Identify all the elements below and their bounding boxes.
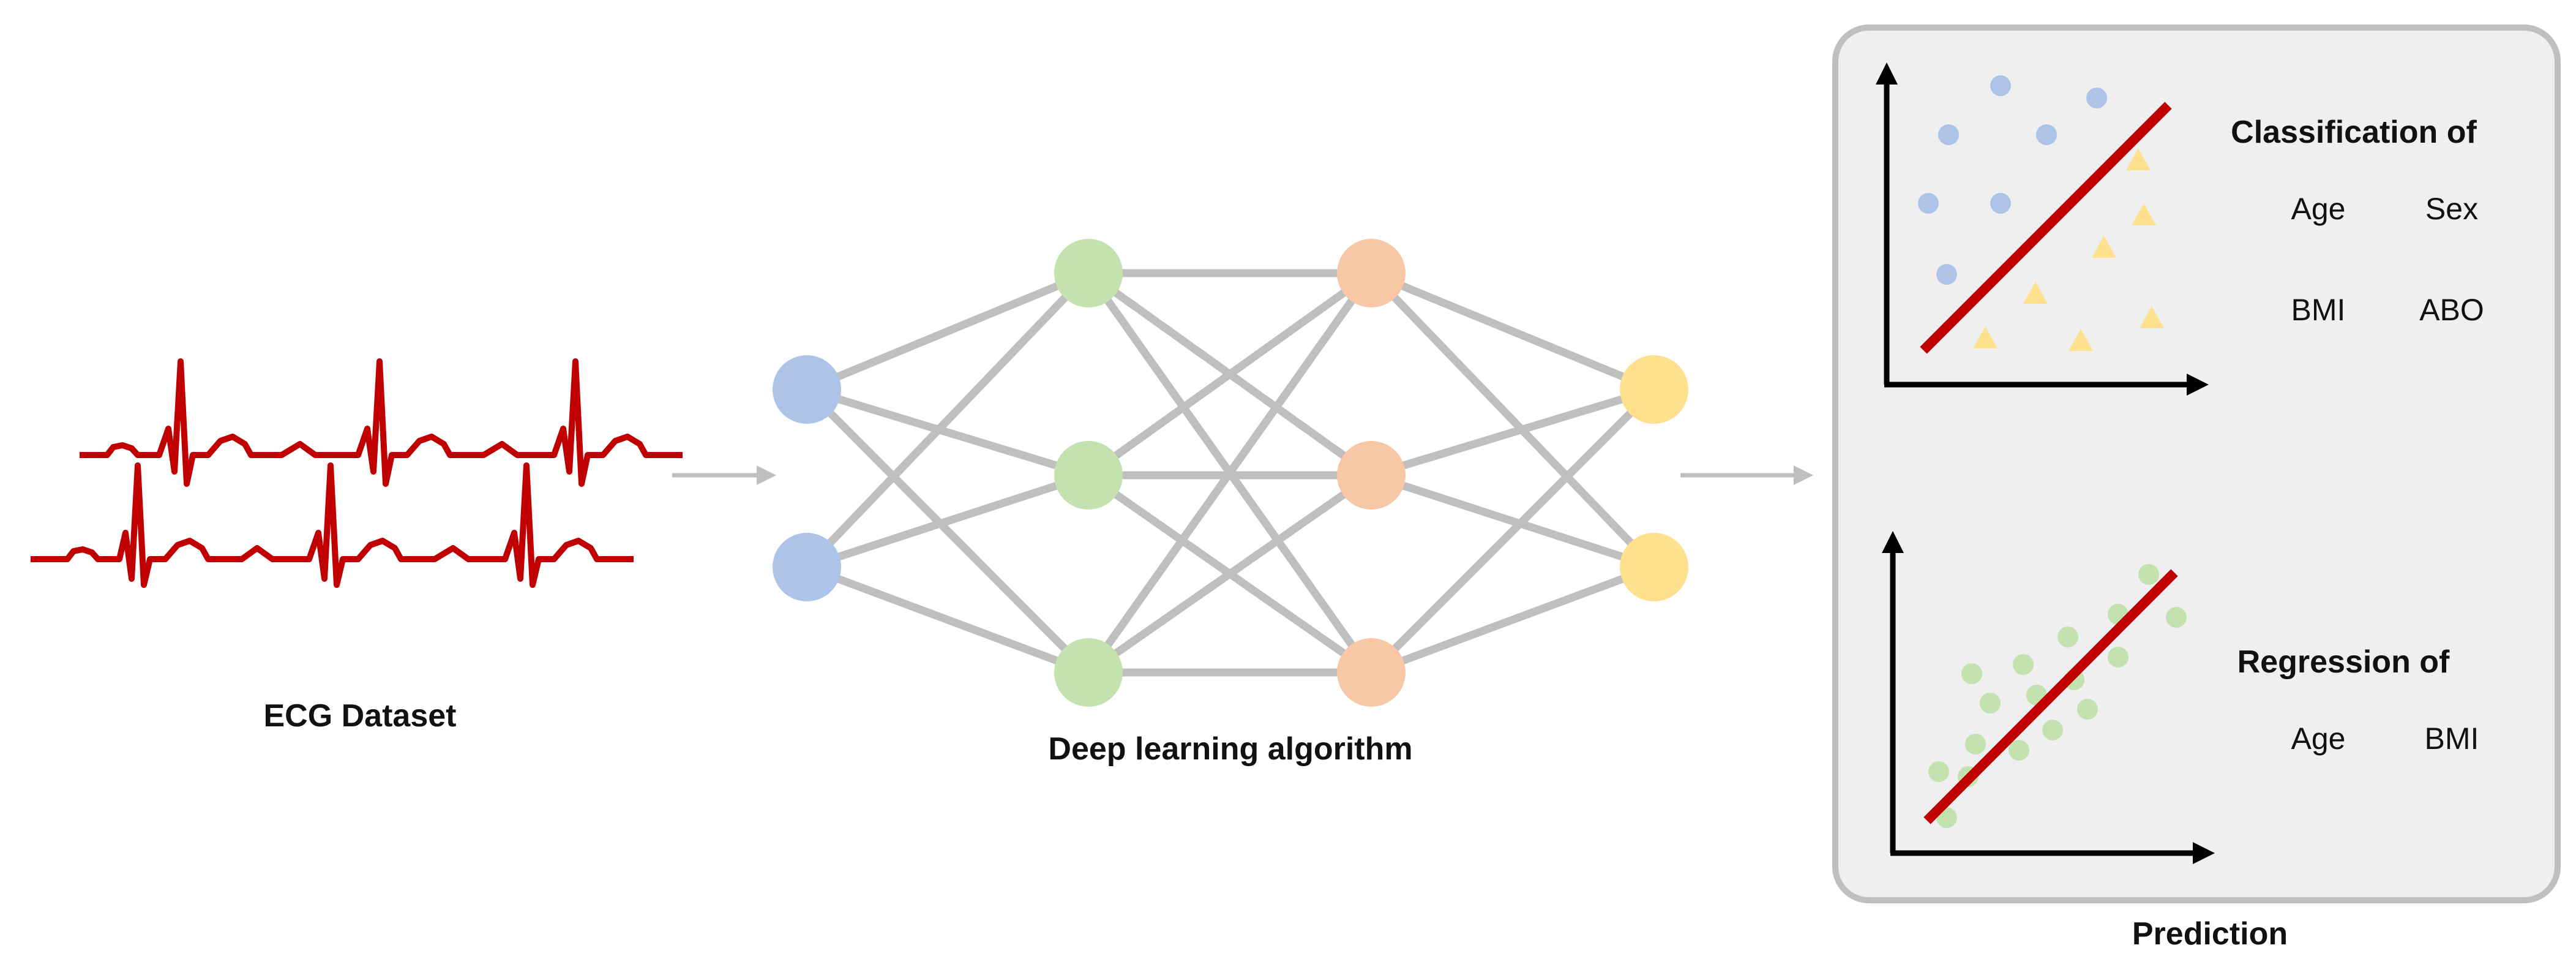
class-b-point xyxy=(2092,236,2116,258)
classification-plot xyxy=(1876,62,2209,396)
classification-title: Classification of xyxy=(2231,115,2477,150)
regression-title: Regression of xyxy=(2237,644,2450,680)
regression-point xyxy=(2108,647,2129,668)
class-b-point xyxy=(2126,148,2151,170)
input-node xyxy=(773,533,841,601)
prediction-panel xyxy=(1832,24,2561,903)
regression-fit-line xyxy=(1923,569,2178,824)
hidden2-node xyxy=(1337,638,1406,707)
regression-point xyxy=(2077,699,2098,720)
classification-item-age: Age xyxy=(2291,192,2346,226)
prediction-label: Prediction xyxy=(2132,916,2288,952)
network-edge xyxy=(1369,471,1656,571)
classification-item-sex: Sex xyxy=(2425,192,2478,226)
network-edge xyxy=(1368,270,1657,570)
class-a-point xyxy=(1938,124,1959,145)
hidden2-node xyxy=(1337,441,1406,510)
classification-decision-line xyxy=(1920,102,2172,354)
class-b-point xyxy=(2140,306,2164,328)
network-edge xyxy=(1370,385,1655,480)
hidden1-node xyxy=(1054,239,1123,307)
network-edges xyxy=(804,269,1657,677)
network-edge xyxy=(804,386,1091,676)
network-edge xyxy=(1368,386,1657,676)
class-a-point xyxy=(2086,88,2107,108)
network-edge xyxy=(1086,269,1374,479)
class-a-point xyxy=(1918,193,1939,214)
class-a-point xyxy=(2036,124,2057,145)
regression-point xyxy=(2042,720,2063,740)
classification-legend: Classification of Age Sex BMI ABO xyxy=(2231,115,2484,327)
class-b-point xyxy=(1973,326,1998,348)
deep-learning-label: Deep learning algorithm xyxy=(1048,731,1412,767)
regression-legend: Regression of Age BMI xyxy=(2237,644,2479,756)
regression-point xyxy=(1961,663,1982,684)
regression-points xyxy=(1928,564,2187,828)
regression-point xyxy=(1980,693,2001,713)
ecg-trace-bottom xyxy=(31,462,634,588)
class-a-point xyxy=(1990,193,2011,214)
network-edge xyxy=(806,385,1090,480)
regression-point xyxy=(1928,761,1949,782)
arrow-network-to-prediction xyxy=(1680,465,1813,485)
regression-axes xyxy=(1882,531,2215,864)
input-node xyxy=(773,355,841,424)
ecg-traces xyxy=(31,358,683,588)
output-node xyxy=(1620,355,1688,424)
regression-item-bmi: BMI xyxy=(2425,721,2479,756)
regression-point xyxy=(2138,564,2159,585)
regression-point xyxy=(2166,607,2187,628)
ecg-trace-top xyxy=(80,358,683,487)
ecg-dataset-label: ECG Dataset xyxy=(264,698,457,734)
classification-item-abo: ABO xyxy=(2419,293,2484,327)
regression-point xyxy=(2057,627,2078,647)
network-edge xyxy=(805,269,1090,394)
network-edge xyxy=(1086,472,1374,676)
class-a-point xyxy=(1936,264,1957,285)
regression-point xyxy=(2009,740,2029,761)
arrow-ecg-to-network xyxy=(672,465,776,485)
network-nodes xyxy=(773,239,1688,707)
network-edge xyxy=(1369,563,1656,677)
hidden2-node xyxy=(1337,239,1406,307)
class-a-point xyxy=(1990,75,2011,96)
class-b-point xyxy=(2069,329,2093,351)
network-edge xyxy=(1369,269,1656,394)
class-b-point xyxy=(2132,203,2156,225)
regression-item-age: Age xyxy=(2291,721,2346,756)
regression-point xyxy=(2013,654,2034,675)
classification-axes xyxy=(1876,62,2209,396)
network-edge xyxy=(804,270,1091,570)
regression-plot xyxy=(1882,531,2215,864)
classification-points xyxy=(1918,75,2164,351)
network-edge xyxy=(1085,271,1375,675)
regression-point xyxy=(1965,734,1986,755)
classification-item-bmi: BMI xyxy=(2291,293,2346,327)
network-edge xyxy=(805,563,1090,677)
class-b-point xyxy=(2023,282,2048,304)
hidden1-node xyxy=(1054,441,1123,510)
output-node xyxy=(1620,533,1688,601)
network-edge xyxy=(805,471,1090,571)
hidden1-node xyxy=(1054,638,1123,707)
